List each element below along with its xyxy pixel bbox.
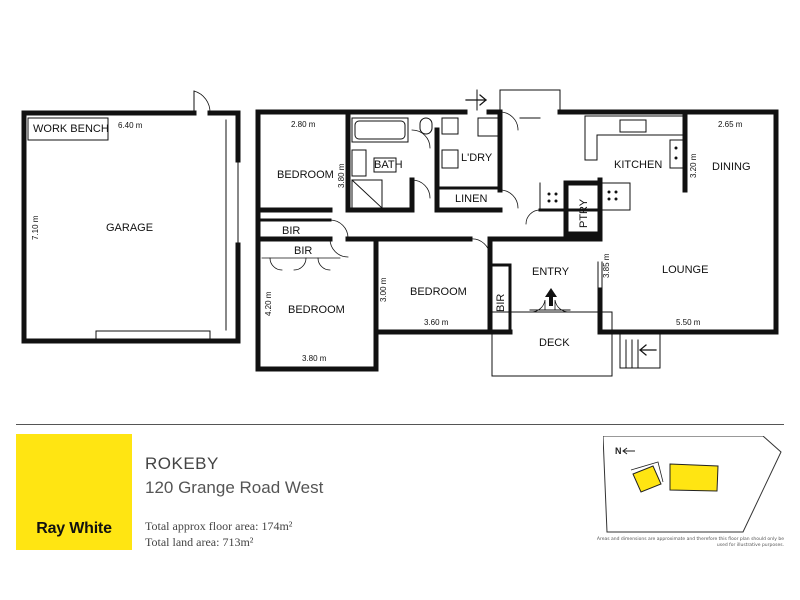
pantry-label: PTRY	[578, 198, 590, 228]
lounge-label: LOUNGE	[662, 264, 708, 276]
bath-label: BATH	[374, 159, 403, 171]
work-bench	[27, 117, 109, 141]
floor-plan: WORK BENCH GARAGE BEDROOM BATH L'DRY LIN…	[21, 89, 779, 377]
bir-2-label: BIR	[294, 245, 312, 257]
site-plan: N	[603, 436, 782, 533]
north-label: N	[615, 446, 622, 456]
bed3-depth-dim: 3.00 m	[379, 277, 388, 302]
bed2-depth-dim: 4.20 m	[264, 291, 273, 316]
brand-name: Ray White	[36, 520, 112, 537]
garage-depth-dim: 7.10 m	[31, 215, 40, 240]
section-divider	[16, 424, 784, 425]
disclaimer: Areas and dimensions are approximate and…	[596, 537, 784, 548]
garage-label: GARAGE	[106, 222, 153, 234]
kitchen-label: KITCHEN	[614, 159, 662, 171]
ray-white-logo: Ray White	[16, 434, 132, 550]
garage-walls	[21, 110, 241, 344]
laundry-label: L'DRY	[461, 152, 493, 164]
dining-width-dim: 2.65 m	[718, 120, 743, 129]
floor-area: Total approx floor area: 174m²	[145, 519, 293, 533]
bedroom-1-label: BEDROOM	[277, 169, 334, 181]
bed1-depth-dim: 3.80 m	[337, 163, 346, 188]
house-footprint	[669, 463, 719, 492]
entry-label: ENTRY	[532, 266, 570, 278]
dining-label: DINING	[712, 161, 751, 173]
bed2-width-dim: 3.80 m	[302, 354, 327, 363]
bir-3-label: BIR	[495, 294, 507, 312]
property-suburb: ROKEBY	[145, 454, 219, 473]
garage-width-dim: 6.40 m	[118, 121, 143, 130]
linen-label: LINEN	[455, 193, 487, 205]
lounge-depth-dim: 3.85 m	[602, 253, 611, 278]
lounge-width-dim: 5.50 m	[676, 318, 701, 327]
property-address: 120 Grange Road West	[145, 478, 324, 497]
dining-depth-dim: 3.20 m	[689, 153, 698, 178]
land-area: Total land area: 713m²	[145, 535, 254, 549]
bed1-width-dim: 2.80 m	[291, 120, 316, 129]
bedroom-2-label: BEDROOM	[288, 304, 345, 316]
garage-footprint	[632, 465, 662, 493]
bedroom-3-label: BEDROOM	[410, 286, 467, 298]
deck-label: DECK	[539, 337, 570, 349]
bir-1-label: BIR	[282, 225, 300, 237]
bed3-width-dim: 3.60 m	[424, 318, 449, 327]
work-bench-label: WORK BENCH	[33, 123, 109, 135]
